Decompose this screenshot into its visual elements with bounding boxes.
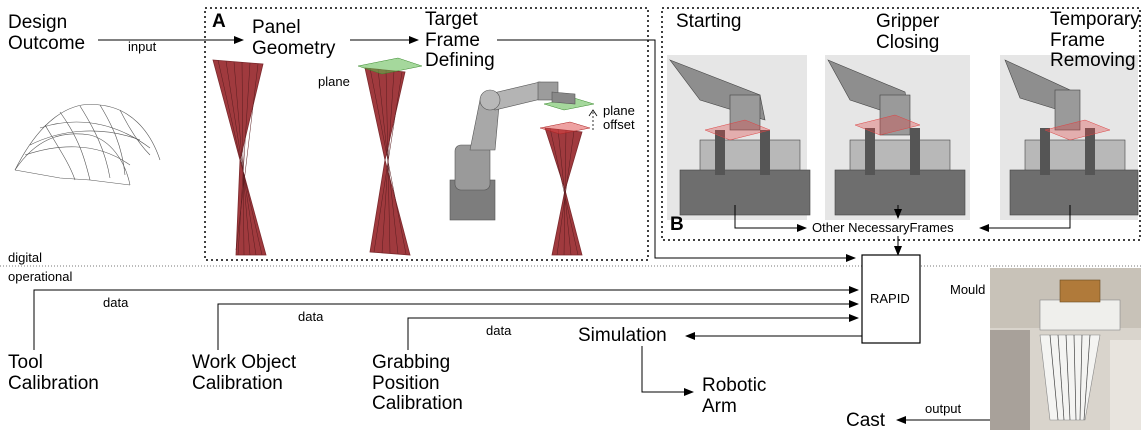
design-outcome-label: Design Outcome (8, 12, 86, 54)
plane-label: plane (318, 74, 350, 89)
mould-photo (990, 268, 1141, 430)
section-b-label: B (670, 214, 684, 235)
arrow-starting-to-frames (734, 205, 807, 232)
data-label-3: data (486, 323, 512, 338)
input-label: input (128, 39, 157, 54)
robotic-arm-label: Robotic Arm (702, 375, 767, 417)
arrow-tool-calibration (33, 286, 859, 350)
section-a-box (204, 7, 649, 261)
rapid-box (861, 254, 921, 344)
section-a-label: A (212, 11, 226, 32)
panel-geometry-2 (357, 57, 423, 256)
plane-offset-label: plane offset (603, 103, 635, 133)
simulation-label: Simulation (578, 325, 667, 346)
rapid-label: RAPID (870, 291, 910, 306)
tool-calibration-label: Tool Calibration (8, 352, 99, 394)
starting-label: Starting (676, 11, 742, 32)
panel-geometry-1 (212, 59, 267, 256)
scene-starting (667, 55, 811, 220)
arrow-work-object-calibration (217, 300, 859, 350)
other-necessary-frames-label: Other NecessaryFrames (812, 220, 954, 235)
work-object-calibration-label: Work Object Calibration (192, 352, 297, 394)
arrow-removing-to-frames (979, 205, 1071, 232)
mould-label: Mould (950, 282, 986, 297)
panel-geometry-3 (539, 97, 598, 256)
data-label-2: data (298, 309, 324, 324)
arrow-simulation-to-robotic-arm (641, 346, 694, 396)
arrow-grabbing-calibration (407, 314, 859, 350)
cast-label: Cast (846, 410, 886, 431)
design-outcome-mesh (14, 103, 161, 186)
data-label-1: data (103, 295, 129, 310)
arrow-target-to-rapid (497, 39, 856, 262)
grabbing-position-calibration-label: Grabbing Position Calibration (372, 352, 463, 415)
scene-gripper-closing (825, 55, 970, 220)
digital-label: digital (8, 250, 42, 265)
output-label: output (925, 401, 962, 416)
scene-temporary-frame-removing (1000, 55, 1139, 220)
temporary-frame-removing-label: Temporary Frame Removing (1050, 9, 1140, 72)
gripper-closing-label: Gripper Closing (876, 11, 940, 53)
robot-arm-illustration (449, 81, 576, 221)
panel-geometry-label: Panel Geometry (252, 17, 336, 59)
target-frame-defining-label: Target Frame Defining (425, 9, 495, 72)
operational-label: operational (8, 269, 73, 284)
